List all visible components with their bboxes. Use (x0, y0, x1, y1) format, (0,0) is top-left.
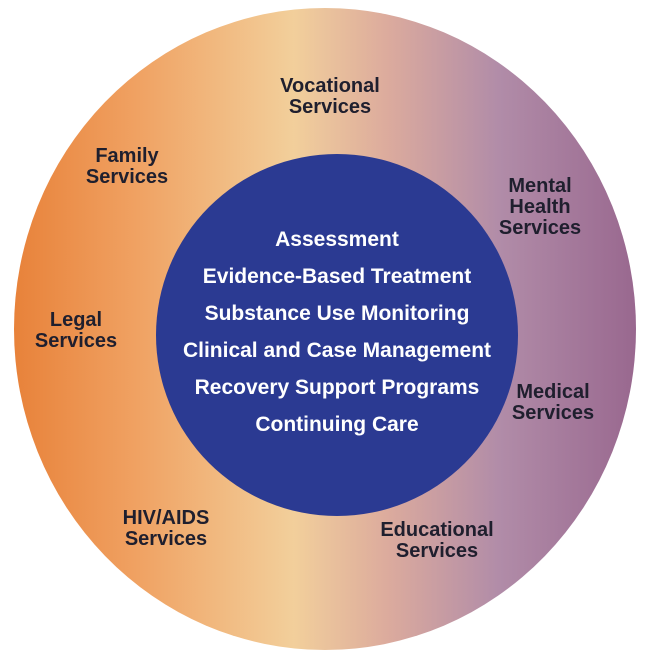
core-service-substance-use-monitoring: Substance Use Monitoring (204, 302, 470, 325)
core-service-recovery-support-programs: Recovery Support Programs (194, 376, 480, 399)
outer-gradient-ring: Assessment Evidence-Based Treatment Subs… (14, 8, 636, 650)
core-services-list: Assessment Evidence-Based Treatment Subs… (183, 228, 491, 436)
ring-label-vocational-services: Vocational Services (280, 75, 380, 118)
ring-label-mental-health-services: Mental Health Services (498, 175, 582, 239)
core-service-evidence-based-treatment: Evidence-Based Treatment (202, 265, 472, 288)
ring-label-family-services: Family Services (85, 145, 169, 188)
core-service-clinical-case-management: Clinical and Case Management (182, 339, 492, 362)
ring-label-educational-services: Educational Services (380, 519, 494, 562)
core-service-assessment: Assessment (275, 228, 399, 251)
core-service-continuing-care: Continuing Care (255, 413, 419, 436)
ring-label-legal-services: Legal Services (34, 309, 118, 352)
ring-label-hiv-aids-services: HIV/AIDS Services (122, 507, 210, 550)
core-services-circle: Assessment Evidence-Based Treatment Subs… (156, 154, 518, 516)
ring-label-medical-services: Medical Services (511, 381, 595, 424)
